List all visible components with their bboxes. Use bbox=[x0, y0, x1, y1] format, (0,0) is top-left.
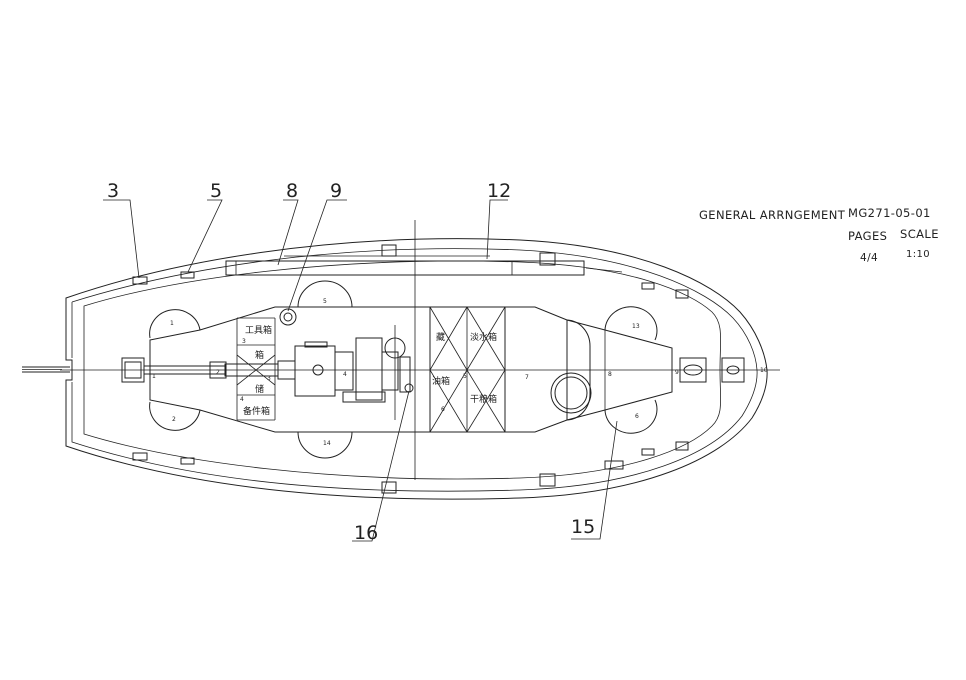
callout-numbers: 3 5 8 9 12 16 15 bbox=[107, 180, 595, 544]
callout-3: 3 bbox=[107, 180, 119, 202]
stores-label-b: 储 bbox=[255, 383, 264, 395]
station-label: 5 bbox=[463, 373, 467, 380]
station-labels: 1 2 3 4 5 6 7 8 9 10 bbox=[152, 367, 768, 420]
callout-9: 9 bbox=[330, 180, 342, 202]
callout-15: 15 bbox=[571, 516, 595, 538]
compartment-label: 2 bbox=[172, 416, 176, 423]
callout-5: 5 bbox=[210, 180, 222, 202]
station-label: 3 bbox=[267, 375, 271, 382]
stores-label: 箱 bbox=[255, 349, 264, 361]
dry-box-label: 干粮箱 bbox=[470, 393, 497, 405]
title-block: GENERAL ARRNGEMENT MG271-05-01 PAGES SCA… bbox=[699, 206, 939, 264]
tank-text-labels: 工具箱 备件箱 箱 储 淡水箱 油箱 干粮箱 藏 bbox=[243, 324, 497, 417]
engine bbox=[224, 325, 411, 420]
bow-compartment bbox=[550, 319, 673, 421]
oil-tank-label: 油箱 bbox=[432, 375, 450, 387]
station-label: 1 bbox=[152, 373, 156, 380]
callout-16: 16 bbox=[354, 522, 378, 544]
pages-value: 4/4 bbox=[860, 252, 878, 264]
station-label: 9 bbox=[675, 369, 679, 376]
stern-shaft-components bbox=[121, 357, 227, 383]
tank-region bbox=[429, 306, 506, 433]
buoyancy-chambers bbox=[149, 280, 658, 459]
station-label: 2 bbox=[216, 369, 220, 376]
compartment-label: 3 bbox=[242, 338, 246, 345]
compartment-label: 1 bbox=[170, 320, 174, 327]
station-label: 7 bbox=[525, 374, 529, 381]
scale-value: 1:10 bbox=[906, 249, 930, 260]
callout-8: 8 bbox=[286, 180, 298, 202]
drawing-number: MG271-05-01 bbox=[848, 206, 931, 220]
compartment-label: 5 bbox=[323, 298, 327, 305]
side-tube bbox=[225, 255, 623, 276]
station-label: 10 bbox=[760, 367, 768, 374]
drawing-title: GENERAL ARRNGEMENT bbox=[699, 208, 846, 222]
deck-fittings bbox=[132, 244, 689, 494]
compartment-label: 4 bbox=[240, 396, 244, 403]
station-label: 6 bbox=[635, 413, 639, 420]
station-label: 4 bbox=[343, 371, 347, 378]
compartment-label: 6 bbox=[441, 406, 445, 413]
callout-leaders bbox=[103, 199, 618, 542]
callout-12: 12 bbox=[487, 180, 511, 202]
compartment-labels: 1 2 3 4 5 14 13 6 bbox=[170, 298, 640, 447]
spare-box-label: 备件箱 bbox=[243, 405, 270, 417]
propeller-shaft-line bbox=[22, 366, 70, 373]
fresh-water-tank-label: 淡水箱 bbox=[470, 331, 497, 343]
scale-label: SCALE bbox=[900, 227, 939, 241]
tool-box-label: 工具箱 bbox=[245, 324, 272, 336]
bow-fittings bbox=[679, 357, 745, 383]
hull-outline bbox=[65, 238, 768, 500]
compartment-label: 13 bbox=[632, 323, 640, 330]
stores-tank-label: 藏 bbox=[436, 331, 445, 343]
pages-label: PAGES bbox=[848, 229, 887, 243]
station-label: 8 bbox=[608, 371, 612, 378]
compartment-label: 14 bbox=[323, 440, 331, 447]
